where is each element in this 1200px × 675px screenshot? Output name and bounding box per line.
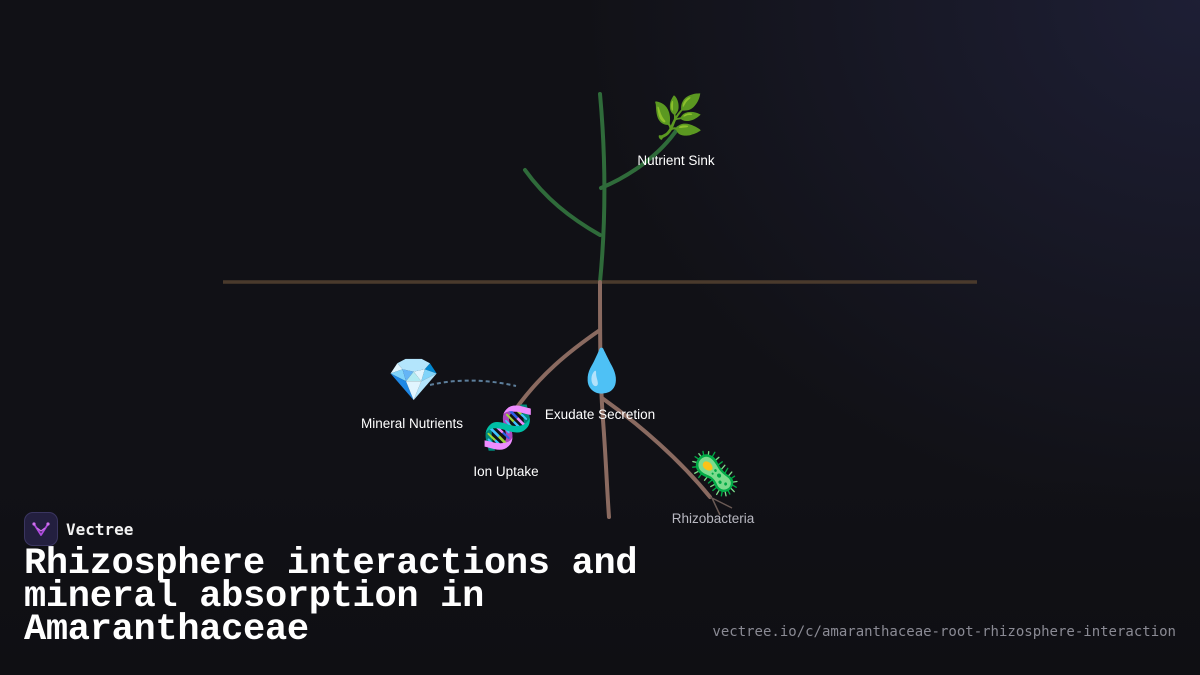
node-label-ion-uptake: Ion Uptake (473, 464, 539, 479)
droplet-icon: 💧 (575, 346, 629, 395)
brand: Vectree (24, 512, 133, 546)
node-label-exudate-secretion: Exudate Secretion (544, 407, 656, 422)
left-root (513, 328, 602, 412)
dashed-link (429, 379, 517, 387)
node-label-mineral-nutrients: Mineral Nutrients (360, 416, 464, 431)
herb-icon: 🌿 (651, 92, 705, 141)
dna-icon: 🧬 (481, 403, 535, 452)
right-root (600, 396, 712, 499)
gem-icon: 💎 (387, 355, 441, 404)
vectree-logo-icon (24, 512, 58, 546)
node-label-nutrient-sink: Nutrient Sink (637, 153, 715, 168)
root-hair (709, 496, 733, 516)
main-stem (598, 92, 607, 284)
right-branch (599, 126, 680, 190)
source-url: vectree.io/c/amaranthaceae-root-rhizosph… (712, 624, 1176, 640)
left-branch (523, 168, 602, 237)
node-label-rhizobacteria: Rhizobacteria (671, 511, 755, 526)
tap-root (598, 280, 611, 519)
brand-name: Vectree (66, 519, 134, 539)
microbe-icon: 🦠 (688, 449, 742, 498)
background-vignette (0, 475, 1200, 675)
page-title: Rhizosphere interactions and mineral abs… (24, 543, 638, 651)
